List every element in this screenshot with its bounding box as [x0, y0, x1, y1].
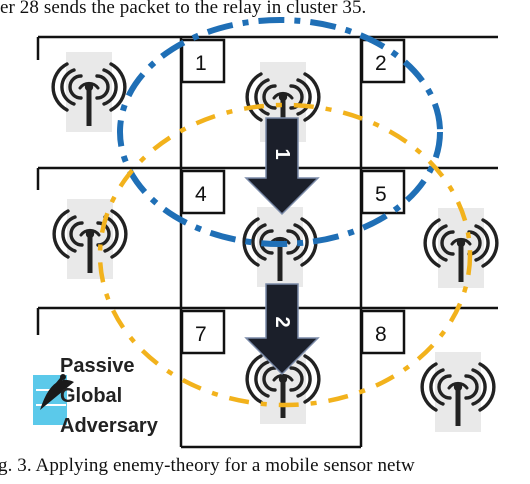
cluster-label: 1 — [195, 52, 207, 75]
adversary-label-line1: Passive — [60, 355, 135, 377]
cluster-label: 8 — [375, 323, 387, 346]
cluster-box-8: 8 — [360, 309, 406, 355]
cluster-label: 5 — [375, 183, 387, 206]
range-circle-orange — [97, 102, 473, 408]
adversary-label-line2: Global — [60, 385, 122, 407]
arrow-down-icon: 1 — [244, 117, 320, 216]
satellite-dish-icon — [33, 374, 74, 425]
antenna-icon — [53, 52, 125, 132]
caption-bottom: g. 3. Applying enemy-theory for a mobile… — [0, 455, 415, 476]
antenna-icon — [425, 208, 497, 288]
antenna-icon — [54, 199, 126, 279]
antenna-icon — [422, 352, 494, 432]
arrow-label: 1 — [271, 148, 293, 159]
cluster-box-1: 1 — [180, 38, 226, 84]
range-circle-blue — [117, 17, 443, 247]
arrow-down-icon: 2 — [244, 283, 320, 376]
cluster-label: 7 — [195, 323, 207, 346]
cluster-box-7: 7 — [180, 309, 226, 355]
cluster-label: 2 — [375, 52, 387, 75]
cluster-box-4: 4 — [180, 169, 226, 215]
caption-top: er 28 sends the packet to the relay in c… — [0, 0, 367, 18]
arrow-label: 2 — [271, 316, 293, 327]
cluster-label: 4 — [195, 183, 207, 206]
adversary-label-line3: Adversary — [60, 415, 159, 437]
